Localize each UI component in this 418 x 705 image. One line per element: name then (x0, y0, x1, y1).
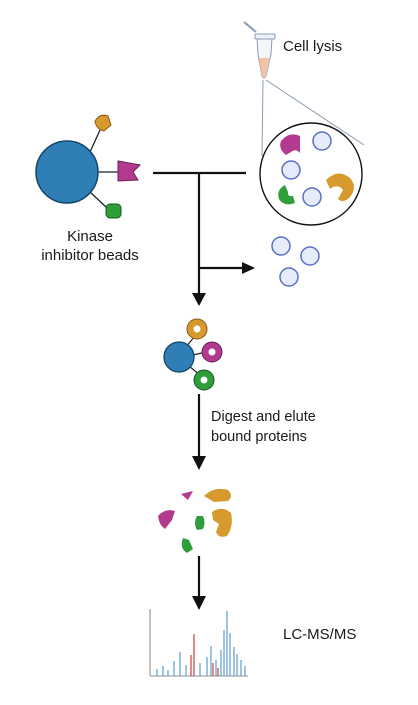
digest-label: Digest and elute bound proteins (211, 407, 316, 447)
unbound-proteins (271, 236, 320, 287)
protein-icon (279, 267, 299, 287)
protein-icon (312, 131, 332, 151)
lcms-label: LC-MS/MS (283, 626, 357, 643)
digest-label-line1: Digest and elute (211, 409, 316, 425)
kinase-beads-label: Kinase inhibitor beads (20, 227, 160, 265)
kinase-icon (278, 185, 295, 205)
kinase-icon (117, 160, 142, 182)
zoom-cone (261, 79, 365, 157)
peptide-fragments (158, 488, 232, 553)
bead-icon (35, 114, 142, 219)
mass-spectrum-icon (149, 609, 248, 677)
tube-icon (243, 21, 276, 79)
cell-lysis-label: Cell lysis (283, 38, 343, 55)
bound-bead-complex (163, 318, 223, 391)
protein-icon (302, 187, 322, 207)
bead-icon (163, 341, 195, 373)
digest-label-line2: bound proteins (211, 429, 307, 445)
kinase-beads-label-line2: inhibitor beads (41, 247, 139, 264)
kinase-icon (280, 134, 300, 155)
lysate-circle (259, 122, 363, 226)
flow-arrows (153, 171, 255, 610)
kinase-icon (326, 173, 354, 202)
kinase-icon (105, 203, 122, 219)
protein-icon (281, 160, 301, 180)
kinase-icon (94, 114, 112, 132)
kinase-beads-label-line1: Kinase (67, 228, 113, 245)
protein-icon (300, 246, 320, 266)
protein-icon (271, 236, 291, 256)
